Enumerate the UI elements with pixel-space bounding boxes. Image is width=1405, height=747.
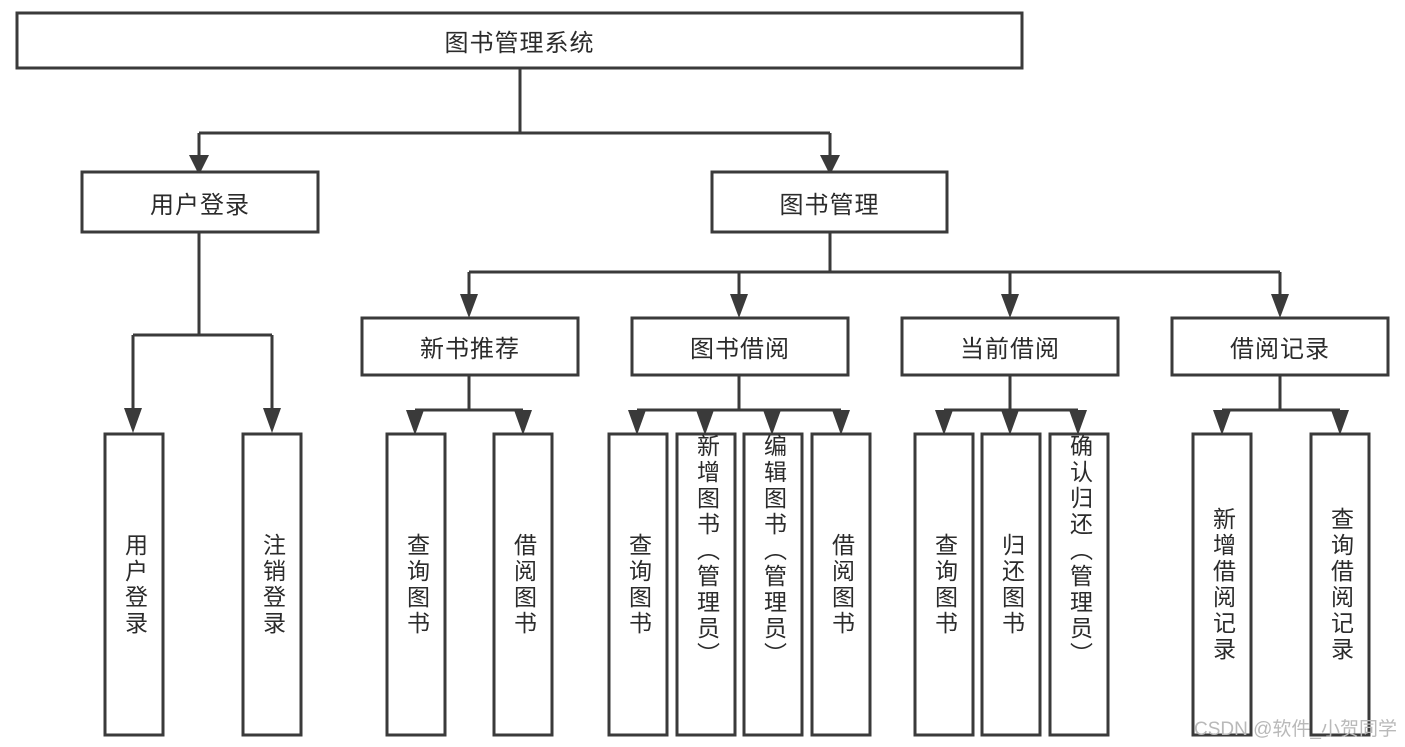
node-box-leaf-user-login-2[interactable]	[241, 432, 303, 737]
arrowhead-bookmgmt-child-3	[1001, 294, 1019, 318]
connector-group-bookborrow	[628, 375, 850, 435]
node-box-leaf-book-borrow-4[interactable]	[810, 432, 872, 737]
connector-group-currentborrow	[935, 375, 1087, 435]
node-box-borrow-record[interactable]	[1170, 316, 1390, 377]
arrowhead-bookmgmt-child-1	[460, 294, 478, 318]
connector-group-userlogin	[124, 232, 281, 433]
node-box-leaf-book-borrow-1[interactable]	[607, 432, 669, 737]
node-box-leaf-book-borrow-2[interactable]	[675, 432, 737, 737]
arrowhead-userlogin-child-1	[124, 408, 142, 433]
arrowhead-bookborrow-child-4	[832, 410, 850, 435]
connector-group-newbook	[406, 375, 532, 435]
arrowhead-bookmgmt-child-2	[730, 294, 748, 318]
node-box-leaf-current-borrow-2[interactable]	[980, 432, 1042, 737]
connector-group-bookmgmt	[460, 232, 1289, 318]
node-box-leaf-borrow-record-2[interactable]	[1309, 432, 1371, 737]
arrowhead-borrowrecord-child-2	[1331, 410, 1349, 435]
node-box-new-book-recommend[interactable]	[360, 316, 580, 377]
arrowhead-root-to-userlogin	[189, 155, 209, 175]
arrowhead-bookborrow-child-1	[628, 410, 646, 435]
node-box-book-management[interactable]	[710, 170, 949, 234]
arrowhead-bookmgmt-child-4	[1271, 294, 1289, 318]
node-box-book-borrow[interactable]	[630, 316, 850, 377]
arrowhead-bookborrow-child-3	[763, 410, 781, 435]
connector-group-root	[189, 68, 840, 175]
arrowhead-borrowrecord-child-1	[1213, 410, 1231, 435]
arrowhead-root-to-bookmgmt	[820, 155, 840, 175]
arrowhead-currentborrow-child-2	[1001, 410, 1019, 435]
arrowhead-userlogin-child-2	[263, 408, 281, 433]
node-box-user-login[interactable]	[80, 170, 320, 234]
arrowhead-newbook-child-2	[514, 410, 532, 435]
node-box-leaf-new-book-1[interactable]	[385, 432, 447, 737]
node-box-title[interactable]	[15, 11, 1024, 70]
node-box-leaf-user-login-1[interactable]	[103, 432, 165, 737]
node-box-current-borrow[interactable]	[900, 316, 1120, 377]
node-box-leaf-current-borrow-3[interactable]	[1048, 432, 1110, 737]
arrowhead-currentborrow-child-1	[935, 410, 953, 435]
connector-group-borrowrecord	[1213, 375, 1349, 435]
arrowhead-newbook-child-1	[406, 410, 424, 435]
arrowhead-bookborrow-child-2	[696, 410, 714, 435]
node-box-leaf-current-borrow-1[interactable]	[913, 432, 975, 737]
node-box-leaf-borrow-record-1[interactable]	[1191, 432, 1253, 737]
node-box-leaf-new-book-2[interactable]	[492, 432, 554, 737]
node-box-leaf-book-borrow-3[interactable]	[742, 432, 804, 737]
arrowhead-currentborrow-child-3	[1069, 410, 1087, 435]
